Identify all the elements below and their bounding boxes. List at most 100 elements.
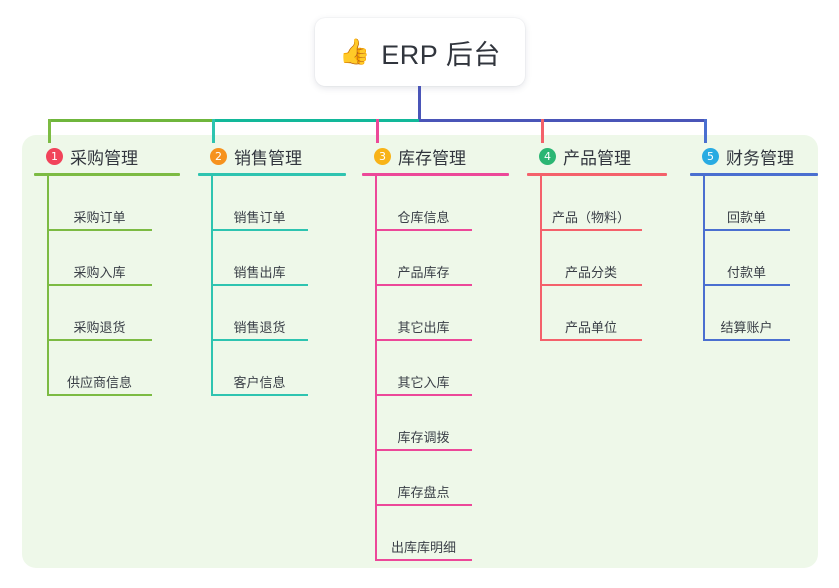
branch-item[interactable]: 产品库存 — [375, 231, 472, 286]
branch-item-rule — [211, 229, 308, 231]
root-node[interactable]: 👍 ERP 后台 — [315, 18, 525, 86]
branch-header-1[interactable]: 1 采购管理 — [34, 143, 180, 169]
branch-title: 采购管理 — [70, 148, 138, 168]
branch-header-5[interactable]: 5 财务管理 — [690, 143, 818, 169]
trunk-line — [418, 86, 421, 122]
branch-header-rule — [690, 173, 818, 176]
branch-column-5: 5 财务管理回款单付款单结算账户 — [690, 143, 818, 341]
branch-item[interactable]: 客户信息 — [211, 341, 308, 396]
branch-item-label: 产品（物料） — [551, 210, 630, 225]
branch-item-rule — [211, 339, 308, 341]
branch-number-badge: 5 — [702, 147, 719, 165]
branch-item[interactable]: 供应商信息 — [47, 341, 152, 396]
branch-item[interactable]: 采购退货 — [47, 286, 152, 341]
branch-item-label: 采购订单 — [73, 210, 126, 225]
branch-item[interactable]: 采购订单 — [47, 176, 152, 231]
branch-spine — [540, 176, 542, 341]
branch-item[interactable]: 销售出库 — [211, 231, 308, 286]
branch-item[interactable]: 付款单 — [703, 231, 790, 286]
branch-item-rule — [47, 394, 152, 396]
branch-item-rule — [540, 229, 642, 231]
branch-stub-3 — [376, 119, 379, 143]
branch-column-4: 4 产品管理产品（物料） 产品分类产品单位 — [527, 143, 667, 341]
branch-header-4[interactable]: 4 产品管理 — [527, 143, 667, 169]
branch-item-label: 出库库明细 — [390, 540, 456, 555]
branch-title: 财务管理 — [726, 148, 794, 168]
branch-item-rule — [47, 284, 152, 286]
branch-item[interactable]: 销售订单 — [211, 176, 308, 231]
branch-item[interactable]: 库存调拨 — [375, 396, 472, 451]
background-panel — [22, 135, 818, 568]
branch-item[interactable]: 仓库信息 — [375, 176, 472, 231]
branch-item-rule — [211, 284, 308, 286]
branch-title: 库存管理 — [398, 148, 466, 168]
branch-title: 销售管理 — [234, 148, 302, 168]
branch-item[interactable]: 其它出库 — [375, 286, 472, 341]
branch-number-badge: 4 — [539, 147, 556, 165]
branch-item-rule — [703, 339, 790, 341]
branch-column-1: 1 采购管理采购订单采购入库采购退货供应商信息 — [34, 143, 180, 396]
branch-item[interactable]: 其它入库 — [375, 341, 472, 396]
branch-number-badge: 1 — [46, 147, 63, 165]
branch-item-label: 客户信息 — [233, 375, 286, 390]
branch-item[interactable]: 库存盘点 — [375, 451, 472, 506]
branch-item-label: 采购入库 — [73, 265, 126, 280]
branch-item-rule — [375, 339, 472, 341]
branch-item-rule — [375, 504, 472, 506]
branch-item-rule — [703, 284, 790, 286]
branch-item-label: 产品单位 — [564, 320, 617, 335]
branch-item-label: 结算账户 — [720, 320, 773, 335]
branch-item-label: 供应商信息 — [66, 375, 132, 390]
branch-item-rule — [375, 559, 472, 561]
branch-items: 回款单付款单结算账户 — [690, 176, 818, 341]
branch-item[interactable]: 回款单 — [703, 176, 790, 231]
branch-item-label: 库存调拨 — [397, 430, 450, 445]
branch-number-badge: 3 — [374, 147, 391, 165]
branch-item-rule — [211, 394, 308, 396]
branch-item-rule — [375, 449, 472, 451]
thumbs-up-icon: 👍 — [339, 37, 371, 66]
branch-item-label: 付款单 — [726, 265, 766, 280]
branch-items: 仓库信息产品库存其它出库其它入库库存调拨库存盘点出库库明细 — [362, 176, 509, 561]
branch-item-rule — [375, 394, 472, 396]
root-node-content: 👍 ERP 后台 — [339, 33, 501, 72]
branch-spine — [47, 176, 49, 396]
branch-item-label: 仓库信息 — [397, 210, 450, 225]
branch-item[interactable]: 销售退货 — [211, 286, 308, 341]
branch-item-label: 产品分类 — [564, 265, 617, 280]
branch-header-2[interactable]: 2 销售管理 — [198, 143, 346, 169]
branch-item[interactable]: 采购入库 — [47, 231, 152, 286]
branch-item-label: 回款单 — [726, 210, 766, 225]
bar-segment-left — [48, 119, 214, 122]
branch-item-rule — [540, 339, 642, 341]
branch-item[interactable]: 结算账户 — [703, 286, 790, 341]
branch-item-rule — [375, 284, 472, 286]
branch-item-rule — [47, 339, 152, 341]
bar-segment-right — [419, 119, 707, 122]
branch-item-label: 采购退货 — [73, 320, 126, 335]
branch-item-label: 其它出库 — [397, 320, 450, 335]
branch-stub-2 — [212, 119, 215, 143]
branch-items: 销售订单销售出库销售退货客户信息 — [198, 176, 346, 396]
bar-segment-mid — [212, 119, 419, 122]
branch-item[interactable]: 产品分类 — [540, 231, 642, 286]
branch-spine — [703, 176, 705, 341]
branch-header-rule — [527, 173, 667, 176]
branch-item[interactable]: 产品（物料） — [540, 176, 642, 231]
branch-title: 产品管理 — [563, 148, 631, 168]
branch-item[interactable]: 出库库明细 — [375, 506, 472, 561]
branch-spine — [211, 176, 213, 396]
branch-header-rule — [34, 173, 180, 176]
branch-header-3[interactable]: 3 库存管理 — [362, 143, 509, 169]
branch-item-label: 库存盘点 — [397, 485, 450, 500]
root-title: ERP 后台 — [381, 39, 501, 70]
branch-stub-1 — [48, 119, 51, 143]
branch-stub-5 — [704, 119, 707, 143]
branch-item[interactable]: 产品单位 — [540, 286, 642, 341]
branch-items: 产品（物料） 产品分类产品单位 — [527, 176, 667, 341]
branch-stub-4 — [541, 119, 544, 143]
branch-number-badge: 2 — [210, 147, 227, 165]
branch-item-label: 销售订单 — [233, 210, 286, 225]
branch-item-rule — [703, 229, 790, 231]
